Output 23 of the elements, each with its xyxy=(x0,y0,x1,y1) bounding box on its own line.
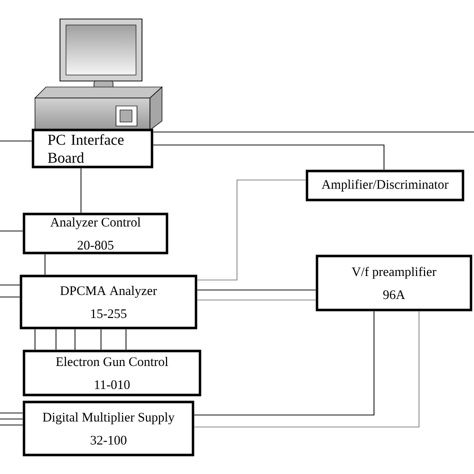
connector-line xyxy=(0,140,32,142)
module-box: Electron Gun Control 11-010 xyxy=(22,350,202,396)
connector-line xyxy=(196,180,306,280)
module-box: DPCMA Analyzer 15-255 xyxy=(20,274,198,330)
connector-line xyxy=(0,412,24,414)
connector-line xyxy=(0,424,24,426)
connector-line xyxy=(194,310,374,416)
connector-line xyxy=(152,144,384,170)
connector-line xyxy=(0,296,20,298)
module-box: V/f preamplifier 96A xyxy=(316,254,472,312)
connector-line xyxy=(34,328,36,350)
connector-line xyxy=(80,168,82,214)
module-box: PC Interface Board xyxy=(32,128,154,168)
connector-line xyxy=(0,284,20,286)
module-box: Amplifier/Discriminator xyxy=(306,170,464,202)
connector-line xyxy=(194,310,420,428)
connector-line xyxy=(0,230,24,232)
connector-line xyxy=(100,328,102,350)
connector-line xyxy=(0,418,24,420)
connector-line xyxy=(74,328,76,350)
module-box: Analyzer Control 20-805 xyxy=(22,212,168,254)
connector-line xyxy=(44,254,46,276)
module-box: Digital Multiplier Supply 32-100 xyxy=(22,400,194,456)
